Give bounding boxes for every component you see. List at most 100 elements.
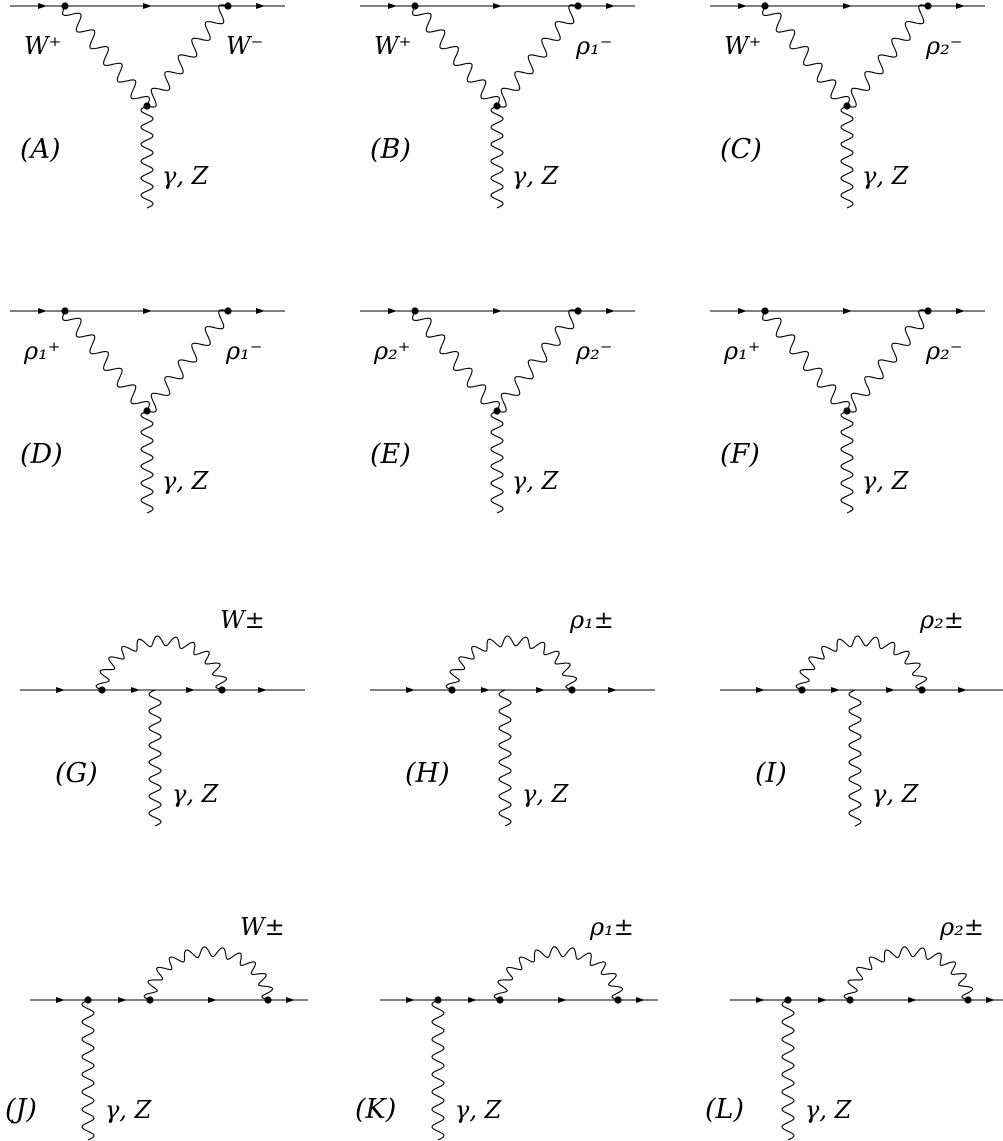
fermion-arrow xyxy=(636,997,645,1003)
diagram-tag: (E) xyxy=(370,439,411,470)
boson-loop-arc xyxy=(493,946,624,1001)
vertex-dot xyxy=(846,996,854,1004)
boson-right-line xyxy=(846,309,929,413)
gauge-external-line xyxy=(431,999,445,1141)
fermion-arrow xyxy=(831,687,840,693)
boson-left-label: W⁺ xyxy=(24,32,61,60)
fermion-arrow xyxy=(406,997,415,1003)
boson-left-label: ρ₂⁺ xyxy=(373,337,410,365)
vertex-dot xyxy=(924,2,932,10)
vertex-dot xyxy=(496,996,504,1004)
gauge-label: γ, Z xyxy=(872,780,920,808)
boson-left-label: W⁺ xyxy=(374,32,411,60)
diagram-a: W⁺W⁻γ, Z(A) xyxy=(10,2,285,209)
vertex-dot xyxy=(493,102,501,110)
boson-left-line xyxy=(412,310,500,412)
diagram-tag: (I) xyxy=(755,758,787,789)
boson-left-line xyxy=(412,5,500,107)
fermion-arrow xyxy=(143,308,152,314)
gauge-external-line xyxy=(81,999,95,1141)
boson-loop-label: ρ₂± xyxy=(939,913,984,941)
fermion-arrow xyxy=(606,3,615,9)
vertex-dot xyxy=(224,2,232,10)
gauge-external-line xyxy=(840,105,854,209)
gauge-external-line xyxy=(490,105,504,209)
fermion-arrow xyxy=(608,687,617,693)
diagram-tag: (F) xyxy=(720,439,760,470)
vertex-dot xyxy=(761,307,769,315)
boson-loop-arc xyxy=(843,946,974,1001)
vertex-dot xyxy=(84,996,92,1004)
vertex-dot xyxy=(493,407,501,415)
diagram-i: ρ₂±γ, Z(I) xyxy=(720,606,1003,827)
vertex-dot xyxy=(218,686,226,694)
vertex-dot xyxy=(434,996,442,1004)
fermion-arrow xyxy=(143,3,152,9)
boson-left-label: ρ₁⁺ xyxy=(23,337,60,365)
fermion-arrow xyxy=(843,3,852,9)
fermion-arrow xyxy=(468,997,477,1003)
vertex-dot xyxy=(784,996,792,1004)
vertex-dot xyxy=(761,2,769,10)
diagram-k: ρ₁±γ, Z(K) xyxy=(355,913,658,1141)
vertex-dot xyxy=(843,407,851,415)
fermion-arrow xyxy=(958,687,967,693)
gauge-external-line xyxy=(840,410,854,514)
fermion-arrow xyxy=(388,308,397,314)
diagram-j: W±γ, Z(J) xyxy=(5,913,308,1141)
vertex-dot xyxy=(264,996,272,1004)
boson-right-label: ρ₂⁻ xyxy=(925,337,962,365)
boson-loop-label: W± xyxy=(240,913,285,941)
fermion-arrow xyxy=(956,308,965,314)
fermion-arrow xyxy=(738,3,747,9)
boson-loop-label: W± xyxy=(220,606,265,634)
fermion-arrow xyxy=(286,997,295,1003)
boson-left-label: W⁺ xyxy=(724,32,761,60)
vertex-dot xyxy=(614,996,622,1004)
boson-left-line xyxy=(62,310,150,412)
vertex-dot xyxy=(146,996,154,1004)
vertex-dot xyxy=(574,2,582,10)
boson-loop-label: ρ₁± xyxy=(569,606,614,634)
gauge-external-line xyxy=(498,689,512,827)
vertex-dot xyxy=(843,102,851,110)
diagram-c: W⁺ρ₂⁻γ, Z(C) xyxy=(710,2,985,209)
boson-right-label: ρ₂⁻ xyxy=(925,32,962,60)
fermion-arrow xyxy=(258,687,267,693)
boson-loop-label: ρ₁± xyxy=(589,913,634,941)
boson-right-line xyxy=(146,309,229,413)
fermion-arrow xyxy=(256,308,265,314)
vertex-dot xyxy=(224,307,232,315)
vertex-dot xyxy=(143,407,151,415)
gauge-external-line xyxy=(140,410,154,514)
diagram-tag: (A) xyxy=(20,134,61,165)
diagram-tag: (D) xyxy=(20,439,63,470)
fermion-arrow xyxy=(38,3,47,9)
diagram-tag: (B) xyxy=(370,134,411,165)
diagram-tag: (K) xyxy=(355,1094,396,1125)
boson-right-line xyxy=(846,4,929,108)
fermion-arrow xyxy=(738,308,747,314)
boson-loop-arc xyxy=(445,635,578,691)
vertex-dot xyxy=(568,686,576,694)
vertex-dot xyxy=(574,307,582,315)
gauge-external-line xyxy=(148,689,162,827)
gauge-label: γ, Z xyxy=(512,467,560,495)
fermion-arrow xyxy=(56,997,65,1003)
fermion-arrow xyxy=(481,687,490,693)
vertex-dot xyxy=(61,307,69,315)
boson-left-line xyxy=(62,5,150,107)
boson-right-line xyxy=(496,309,579,413)
vertex-dot xyxy=(98,686,106,694)
vertex-dot xyxy=(798,686,806,694)
vertex-dot xyxy=(448,686,456,694)
boson-left-line xyxy=(762,5,850,107)
gauge-external-line xyxy=(140,105,154,209)
fermion-arrow xyxy=(208,997,217,1003)
boson-loop-arc xyxy=(95,635,228,691)
gauge-label: γ, Z xyxy=(862,467,910,495)
gauge-external-line xyxy=(490,410,504,514)
boson-right-label: ρ₁⁻ xyxy=(225,337,262,365)
fermion-arrow xyxy=(256,3,265,9)
diagram-d: ρ₁⁺ρ₁⁻γ, Z(D) xyxy=(10,307,285,514)
